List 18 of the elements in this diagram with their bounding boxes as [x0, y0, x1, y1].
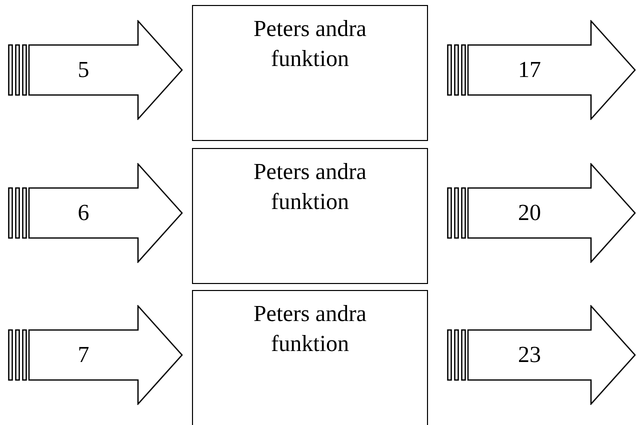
- process-box: [192, 148, 428, 284]
- striped-block-arrow: [447, 305, 636, 405]
- arrow-number: 5: [76, 56, 90, 84]
- process-box: [192, 290, 428, 425]
- striped-block-arrow: [8, 305, 183, 405]
- process-box: [192, 5, 428, 141]
- arrow-number: 6: [76, 199, 90, 227]
- arrow-number: 7: [76, 341, 90, 369]
- arrow-number: 17: [517, 56, 542, 84]
- striped-block-arrow: [447, 20, 636, 120]
- box-label: Peters andra funktion: [252, 300, 368, 358]
- striped-block-arrow: [8, 20, 183, 120]
- arrow-number: 20: [517, 199, 542, 227]
- arrow-number: 23: [517, 341, 542, 369]
- striped-block-arrow: [447, 163, 636, 263]
- striped-block-arrow: [8, 163, 183, 263]
- box-label: Peters andra funktion: [252, 158, 368, 216]
- box-label: Peters andra funktion: [252, 15, 368, 73]
